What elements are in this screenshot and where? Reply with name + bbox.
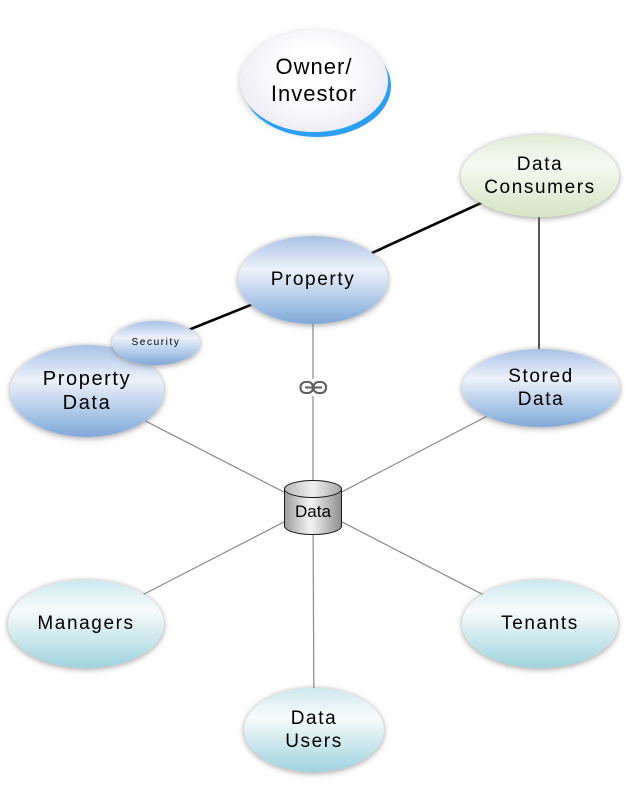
cylinder-top (284, 480, 342, 498)
node-data-store[interactable]: Data (284, 480, 342, 537)
node-stored-data-label: Stored Data (508, 365, 574, 410)
node-owner-investor-label: Owner/ Investor (270, 54, 358, 106)
node-managers[interactable]: Managers (8, 580, 164, 668)
node-tenants[interactable]: Tenants (462, 580, 618, 668)
node-owner-investor[interactable]: Owner/ Investor (240, 30, 388, 132)
node-data-store-label: Data (295, 502, 331, 521)
node-tenants-label: Tenants (501, 613, 579, 635)
node-data-consumers-label: Data Consumers (484, 153, 596, 198)
node-property-data-label: Property Data (42, 367, 132, 414)
chain-link-icon (298, 379, 329, 396)
node-security[interactable]: Security (112, 321, 200, 365)
node-property[interactable]: Property (238, 236, 388, 324)
node-stored-data[interactable]: Stored Data (462, 349, 620, 427)
node-security-label: Security (131, 336, 181, 348)
node-data-consumers[interactable]: Data Consumers (461, 135, 619, 217)
node-data-users-label: Data Users (285, 707, 343, 752)
node-managers-label: Managers (37, 613, 135, 635)
node-property-data[interactable]: Property Data (10, 345, 164, 437)
node-property-label: Property (270, 269, 356, 291)
node-data-users[interactable]: Data Users (244, 688, 384, 772)
